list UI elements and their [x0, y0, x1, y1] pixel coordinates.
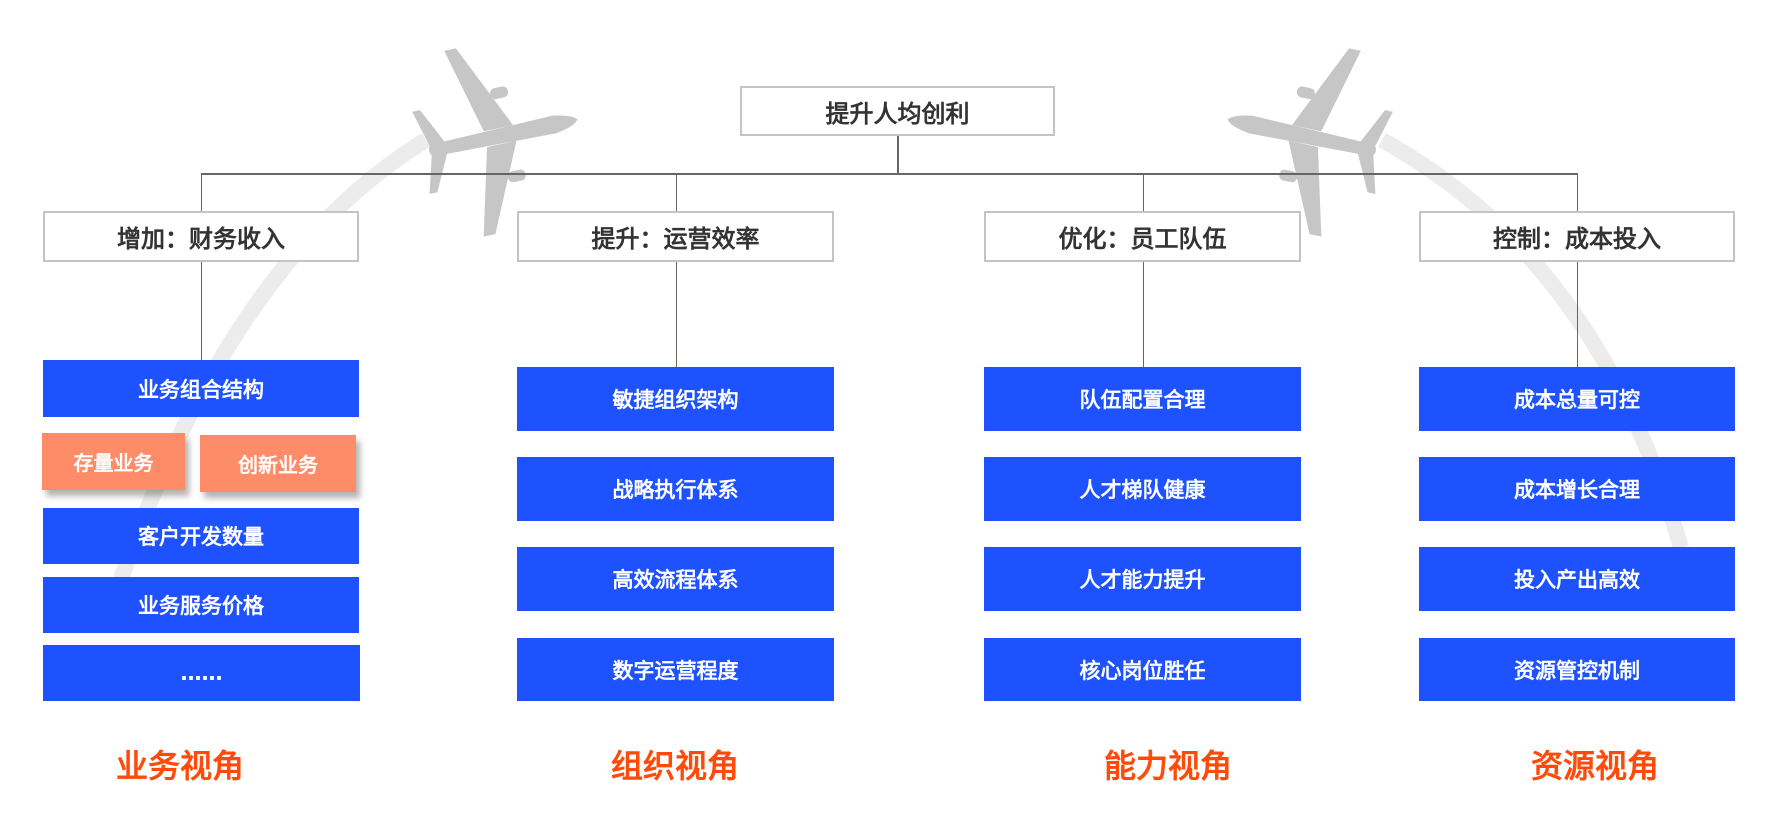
airplane-icon	[1227, 48, 1393, 237]
item-box: 核心岗位胜任	[984, 638, 1301, 701]
view-label-capability: 能力视角	[1103, 747, 1232, 785]
header-efficiency: 提升：运营效率	[517, 211, 834, 262]
item-box: 高效流程体系	[517, 547, 834, 611]
item-box: 成本增长合理	[1419, 457, 1735, 521]
view-label-business: 业务视角	[115, 747, 244, 785]
flight-arc-left	[111, 133, 431, 588]
connector-col4-top	[1577, 173, 1578, 211]
item-box: 成本总量可控	[1419, 367, 1735, 431]
header-revenue: 增加：财务收入	[43, 211, 359, 262]
view-label-resource: 资源视角	[1530, 747, 1659, 785]
item-box: 业务服务价格	[43, 577, 359, 633]
sub-item-box: 存量业务	[42, 433, 185, 490]
sub-item-box: 创新业务	[200, 435, 356, 492]
header-workforce: 优化：员工队伍	[984, 211, 1301, 262]
root-goal-box: 提升人均创利	[740, 86, 1055, 136]
item-box: 数字运营程度	[517, 638, 834, 701]
item-box: ……	[43, 645, 360, 701]
item-box: 人才能力提升	[984, 547, 1301, 611]
connector-col1-bottom	[201, 262, 202, 360]
connector-col2-bottom	[676, 262, 677, 367]
item-box: 敏捷组织架构	[517, 367, 834, 431]
item-box: 战略执行体系	[517, 457, 834, 521]
item-box: 业务组合结构	[43, 360, 359, 417]
item-box: 资源管控机制	[1419, 638, 1735, 701]
item-box: 队伍配置合理	[984, 367, 1301, 431]
connector-col4-bottom	[1577, 262, 1578, 367]
connector-root	[897, 136, 899, 174]
item-box: 客户开发数量	[43, 508, 359, 564]
header-cost: 控制：成本投入	[1419, 211, 1735, 262]
airplane-icon	[412, 48, 578, 237]
view-label-organization: 组织视角	[610, 747, 739, 785]
item-box: 人才梯队健康	[984, 457, 1301, 521]
connector-col3-bottom	[1143, 262, 1144, 367]
item-box: 投入产出高效	[1419, 547, 1735, 611]
connector-col2-top	[676, 173, 677, 211]
connector-col3-top	[1143, 173, 1144, 211]
connector-horizontal	[201, 173, 1578, 175]
connector-col1-top	[201, 173, 202, 211]
